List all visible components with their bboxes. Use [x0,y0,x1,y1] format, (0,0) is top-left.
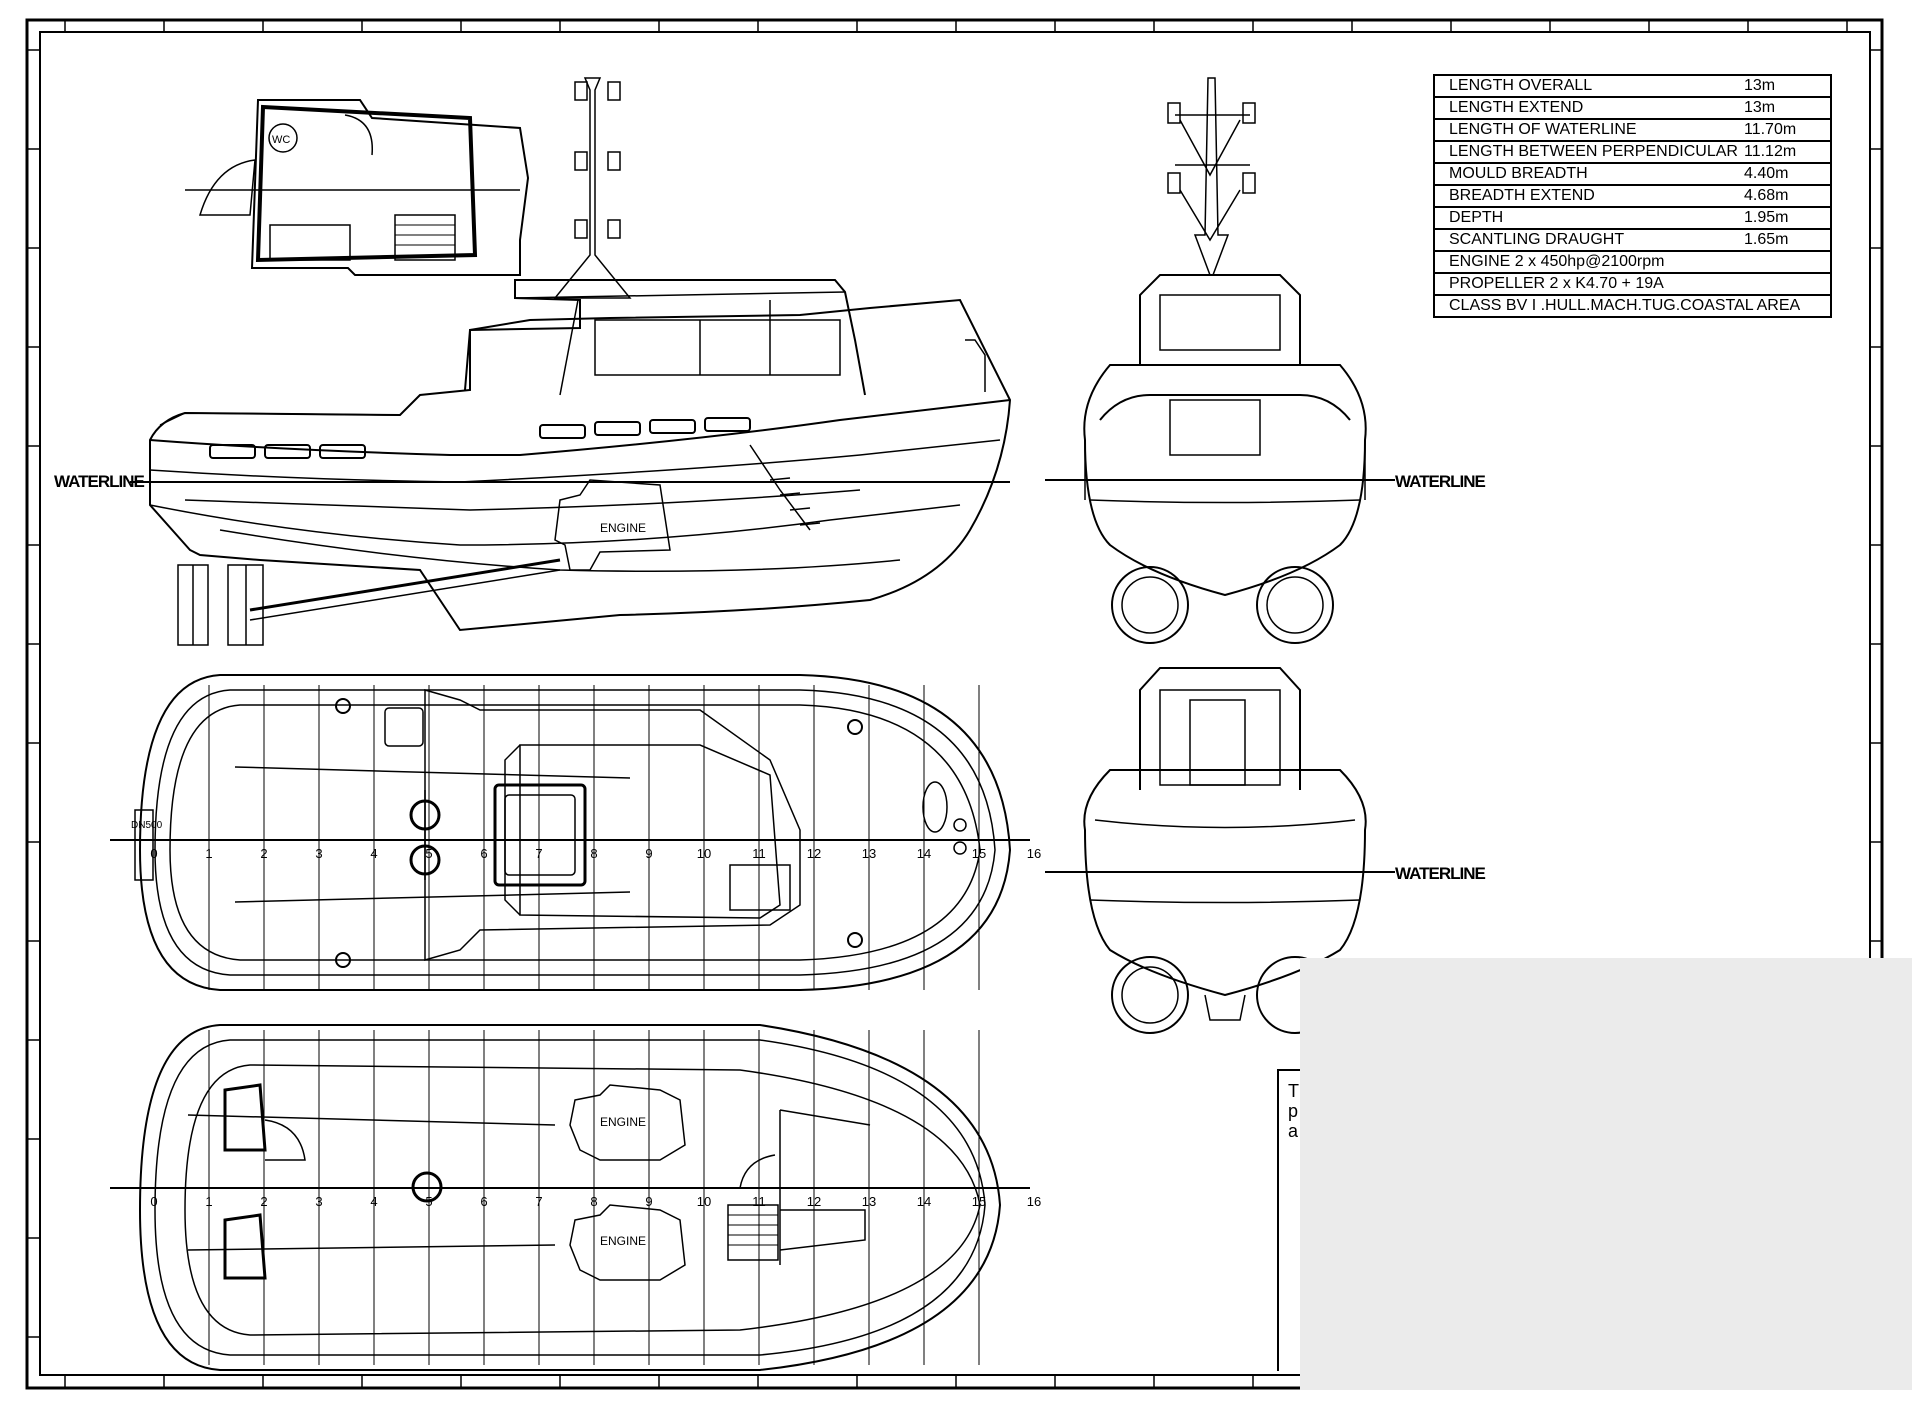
main-deck-plan [110,674,1030,991]
frame-number: 3 [315,846,322,861]
spec-row-full: ENGINE 2 x 450hp@2100rpm [1433,250,1832,274]
waterline-label-stern: WATERLINE [1395,472,1486,491]
frame-number: 15 [972,846,986,861]
frame-number: 5 [425,846,432,861]
frame-number: 4 [370,1194,377,1209]
spec-label: LENGTH BETWEEN PERPENDICULAR [1433,140,1744,164]
frame-number: 7 [535,846,542,861]
spec-value: 13m [1744,96,1832,120]
title-fragment-3: a [1288,1121,1299,1141]
spec-value: 11.12m [1744,140,1832,164]
frame-number: 0 [150,846,157,861]
engine-room-plan [110,1024,1030,1371]
dn-label: DN500 [131,820,163,831]
spec-row-full: CLASS BV I .HULL.MACH.TUG.COASTAL AREA [1433,294,1832,318]
frame-number: 14 [917,1194,931,1209]
profile-view [130,77,1012,646]
inner-border [39,31,1871,1376]
spec-label: LENGTH OF WATERLINE [1433,118,1744,142]
frame-number: 9 [645,1194,652,1209]
spec-label: MOULD BREADTH [1433,162,1744,186]
spec-value: 11.70m [1744,118,1832,142]
stern-section-view [1045,77,1395,644]
frame-number: 13 [862,1194,876,1209]
frame-number: 10 [697,1194,711,1209]
occluded-region [1300,958,1912,1390]
frame-number: 4 [370,846,377,861]
frame-number: 16 [1027,1194,1041,1209]
frame-number: 1 [205,1194,212,1209]
spec-value: 4.68m [1744,184,1832,208]
wc-label: WC [272,134,290,146]
title-fragment-1: T [1288,1081,1299,1101]
title-fragment-2: p [1288,1101,1299,1121]
waterline-label-bow: WATERLINE [1395,864,1486,883]
frame-number: 1 [205,846,212,861]
frame-number: 15 [972,1194,986,1209]
spec-value: 1.65m [1744,228,1832,252]
waterline-label-profile: WATERLINE [54,472,145,491]
spec-label: LENGTH EXTEND [1433,96,1744,120]
frame-number: 3 [315,1194,322,1209]
title-block-fragment: T p a [1277,1069,1303,1371]
engine-label-lower: ENGINE [600,1234,646,1248]
frame-number: 6 [480,846,487,861]
spec-full-text: CLASS BV I .HULL.MACH.TUG.COASTAL AREA [1433,294,1832,318]
spec-label: BREADTH EXTEND [1433,184,1744,208]
spec-full-text: PROPELLER 2 x K4.70 + 19A [1433,272,1832,296]
frame-number: 13 [862,846,876,861]
frame-number: 16 [1027,846,1041,861]
engine-label-profile: ENGINE [600,521,646,535]
frame-number: 0 [150,1194,157,1209]
frame-number: 10 [697,846,711,861]
frame-number: 8 [590,1194,597,1209]
frame-number: 2 [260,1194,267,1209]
frame-number: 2 [260,846,267,861]
bow-section-view [1045,667,1395,1034]
frame-number: 7 [535,1194,542,1209]
frame-number: 9 [645,846,652,861]
spec-value: 1.95m [1744,206,1832,230]
wheelhouse-plan [185,99,530,276]
frame-number: 14 [917,846,931,861]
frame-number: 5 [425,1194,432,1209]
spec-label: LENGTH OVERALL [1433,74,1744,98]
frame-number: 6 [480,1194,487,1209]
frame-number: 12 [807,846,821,861]
frame-number: 11 [752,1194,766,1209]
spec-label: DEPTH [1433,206,1744,230]
outer-border [25,18,1884,1390]
frame-number: 8 [590,846,597,861]
spec-value: 4.40m [1744,162,1832,186]
spec-value: 13m [1744,74,1832,98]
frame-number: 11 [752,846,766,861]
spec-full-text: ENGINE 2 x 450hp@2100rpm [1433,250,1832,274]
spec-row-full: PROPELLER 2 x K4.70 + 19A [1433,272,1832,296]
spec-label: SCANTLING DRAUGHT [1433,228,1744,252]
engine-label-upper: ENGINE [600,1115,646,1129]
frame-number: 12 [807,1194,821,1209]
